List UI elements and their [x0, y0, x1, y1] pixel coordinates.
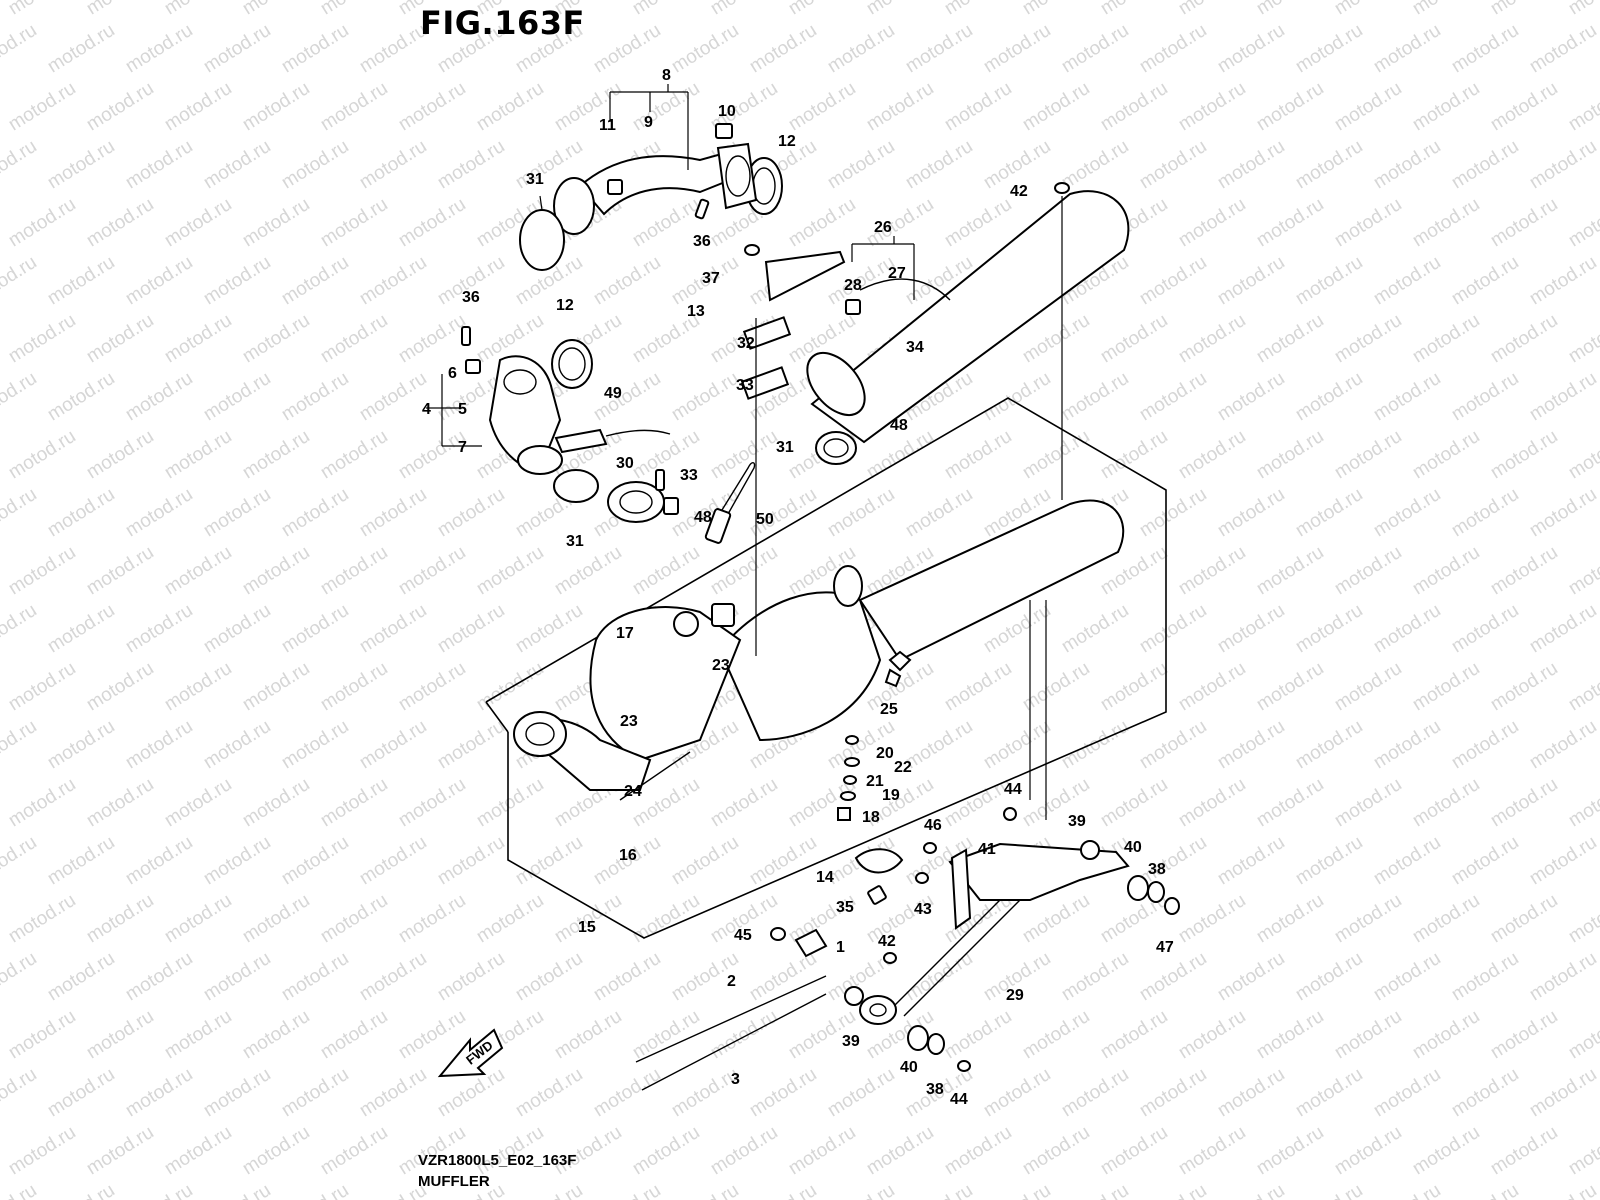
callout-label: 29	[1006, 987, 1024, 1004]
callout-label: 39	[1068, 813, 1086, 830]
small-fasteners	[837, 668, 902, 821]
callout-label: 31	[526, 171, 544, 188]
callout-label: 44	[950, 1091, 968, 1108]
callout-label: 38	[1148, 861, 1166, 878]
callout-label: 36	[462, 289, 480, 306]
callout-label: 49	[604, 385, 622, 402]
main-muffler-assembly	[513, 499, 1125, 801]
callout-label: 50	[756, 511, 774, 528]
callout-label: 40	[1124, 839, 1142, 856]
callout-label: 13	[687, 303, 705, 320]
callout-label: 42	[878, 933, 896, 950]
callout-label: 42	[1010, 183, 1028, 200]
callout-label: 12	[778, 133, 796, 150]
bolts	[694, 182, 1070, 1072]
callout-label: 47	[1156, 939, 1174, 956]
callout-label: 1	[836, 939, 845, 956]
forward-direction-arrow: FWD	[437, 1028, 504, 1078]
callout-label: 36	[693, 233, 711, 250]
callout-label: 20	[876, 745, 894, 762]
rear-exhaust-pipe	[461, 326, 599, 503]
callout-label: 34	[906, 339, 924, 356]
callout-label: 48	[694, 509, 712, 526]
upper-muffler	[740, 190, 1130, 465]
callout-label: 44	[1004, 781, 1022, 798]
diagram-code: VZR1800L5_E02_163F	[418, 1152, 577, 1169]
callout-label: 9	[644, 114, 653, 131]
figure-title: FIG.163F	[420, 4, 585, 42]
callout-label: 27	[888, 265, 906, 282]
callout-label: 11	[599, 117, 616, 134]
callout-label: 15	[578, 919, 596, 936]
callout-label: 28	[844, 277, 862, 294]
callout-label: 17	[616, 625, 634, 642]
callout-label: 18	[862, 809, 880, 826]
callout-label: 8	[662, 67, 671, 84]
assembly-frame	[485, 397, 1167, 939]
callout-label: 38	[926, 1081, 944, 1098]
callout-label: 25	[880, 701, 898, 718]
callout-label: 19	[882, 787, 900, 804]
callout-label: 7	[458, 439, 467, 456]
callout-label: 32	[737, 335, 755, 352]
callout-label: 4	[422, 401, 431, 418]
oxygen-sensors	[554, 428, 756, 544]
callout-label: 14	[816, 869, 834, 886]
front-exhaust-pipe	[519, 123, 783, 271]
callout-label: 45	[734, 927, 752, 944]
callout-label: 39	[842, 1033, 860, 1050]
heat-shield-bracket	[854, 848, 904, 905]
callout-label: 26	[874, 219, 892, 236]
callout-label: 6	[448, 365, 457, 382]
callout-label: 2	[727, 973, 736, 990]
callout-label: 5	[458, 401, 467, 418]
callout-label: 16	[619, 847, 637, 864]
callout-label: 33	[680, 467, 698, 484]
callout-label: 23	[712, 657, 730, 674]
sleeve-and-clamp	[607, 469, 679, 523]
callout-label: 37	[702, 270, 720, 287]
callout-label: 24	[624, 783, 642, 800]
rubber-mounts	[844, 840, 1180, 1055]
callout-label: 43	[914, 901, 932, 918]
callout-label: 48	[890, 417, 908, 434]
valve-cables	[635, 928, 828, 1091]
callout-label: 33	[736, 377, 754, 394]
callout-label: 12	[556, 297, 574, 314]
callout-label: 31	[776, 439, 794, 456]
callout-label: 22	[894, 759, 912, 776]
callout-label: 3	[731, 1071, 740, 1088]
callout-label: 21	[866, 773, 884, 790]
callout-label: 41	[978, 841, 996, 858]
callout-label: 23	[620, 713, 638, 730]
callout-label: 31	[566, 533, 584, 550]
leader-lines	[426, 84, 1063, 820]
diagram-name: MUFFLER	[418, 1173, 490, 1190]
muffler-stay	[859, 842, 1130, 1025]
callout-label: 35	[836, 899, 854, 916]
callout-label: 10	[718, 103, 736, 120]
callout-labels: 1 2 3 4 5 6 7 8 9 10 11 12 12 13 14 15 1…	[422, 67, 1174, 1108]
callout-label: 40	[900, 1059, 918, 1076]
callout-label: 30	[616, 455, 634, 472]
callout-label: 46	[924, 817, 942, 834]
